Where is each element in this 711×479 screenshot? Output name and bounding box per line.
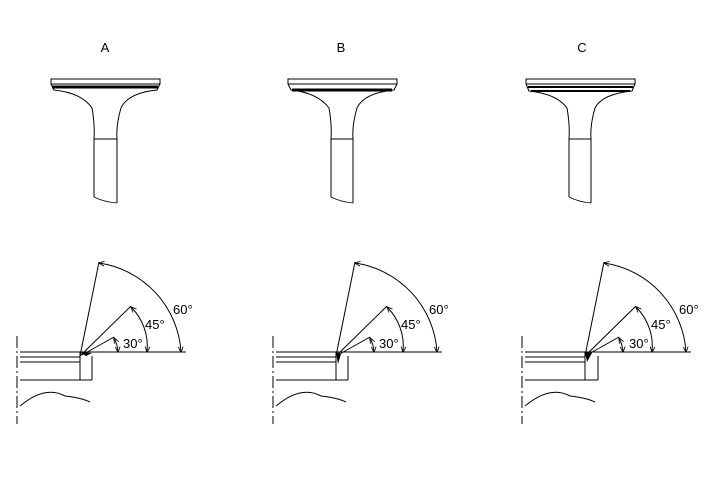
panel-b: B 60° [272, 40, 449, 424]
panel-label-c: C [577, 40, 586, 55]
angle-label-45-c: 45° [651, 317, 671, 332]
angle-lines-a [79, 262, 181, 357]
valve-b [287, 78, 398, 204]
angle-label-30-c: 30° [629, 336, 649, 351]
panel-a: A [16, 40, 193, 424]
angle-label-60-b: 60° [429, 302, 449, 317]
angle-label-45-b: 45° [401, 317, 421, 332]
angle-label-60-a: 60° [173, 302, 193, 317]
seat-a [16, 336, 186, 424]
angle-lines-c [584, 262, 686, 357]
seat-b [272, 336, 442, 424]
angle-label-30-a: 30° [123, 336, 143, 351]
valve-a [50, 78, 161, 204]
angle-label-30-b: 30° [379, 336, 399, 351]
panel-label-a: A [101, 40, 110, 55]
panel-c: C [521, 40, 699, 424]
angle-lines-b [335, 262, 437, 357]
angle-label-60-c: 60° [679, 302, 699, 317]
angle-label-45-a: 45° [145, 317, 165, 332]
seat-c [521, 336, 691, 424]
panel-label-b: B [337, 40, 346, 55]
valve-c [525, 78, 636, 204]
